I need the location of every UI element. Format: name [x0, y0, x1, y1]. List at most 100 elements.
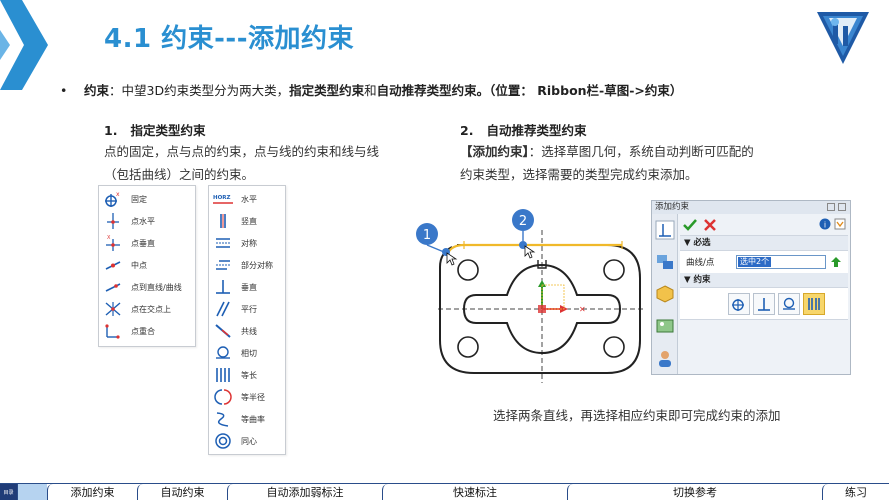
dialog-side-toolbar: [652, 214, 678, 374]
perpendicular-option-button[interactable]: [753, 292, 775, 315]
panel-item-partial-symmetric[interactable]: 部分对称: [209, 254, 285, 276]
tangent-option-button[interactable]: [778, 292, 800, 315]
cancel-icon[interactable]: [702, 217, 718, 233]
section2-desc: 【添加约束】：选择草图几何，系统自动判断可匹配的 约束类型，选择需要的类型完成约…: [460, 140, 754, 186]
nav-tab-quick-dimension[interactable]: 快速标注: [382, 484, 567, 500]
nav-tab-exercise[interactable]: 练习: [822, 484, 889, 500]
outer-profile: [439, 244, 641, 374]
bullet-dot: •: [60, 83, 68, 98]
view-icon[interactable]: [655, 316, 675, 336]
point-on-intersection-icon: [99, 299, 127, 319]
nav-home-button[interactable]: 目录: [0, 484, 17, 500]
panel-item-label: 竖直: [241, 216, 257, 226]
panel-item-point-on-curve[interactable]: 点到直线/曲线: [99, 276, 195, 298]
horizontal-tag: HORZ: [213, 195, 231, 201]
bullet-type1: 指定类型约束: [289, 83, 365, 98]
coincident-icon: [99, 321, 127, 341]
nav-tab-auto-constraint[interactable]: 自动约束: [137, 484, 227, 500]
bottom-navigation: 目录 添加约束 自动约束 自动添加弱标注 快速标注 切换参考 练习: [0, 483, 889, 500]
panel-item-coincident[interactable]: 点重合: [99, 320, 195, 342]
dialog-minimize-button[interactable]: [827, 203, 835, 211]
panel-item-vertical[interactable]: 竖直: [209, 210, 285, 232]
section1-desc: 点的固定，点与点的约束，点与线的约束和线与线 （包括曲线）之间的约束。: [104, 140, 379, 186]
panel-item-label: 点在交点上: [131, 304, 171, 314]
dialog-toolbar: i: [680, 214, 848, 236]
nav-tab-toggle-reference[interactable]: 切换参考: [567, 484, 822, 500]
equal-length-option-button[interactable]: [803, 292, 825, 315]
bullet-type2: 自动推荐类型约束: [376, 83, 477, 98]
panel-item-label: 部分对称: [241, 260, 273, 270]
company-logo: [817, 12, 869, 64]
parallel-icon: [209, 299, 237, 319]
panel-item-equal-radius[interactable]: 等半径: [209, 386, 285, 408]
sketch-canvas[interactable]: ✕ 1 2: [412, 205, 652, 390]
panel-item-tangent[interactable]: 相切: [209, 342, 285, 364]
dialog-titlebar: 添加约束: [652, 201, 850, 214]
midpoint-icon: [99, 255, 127, 275]
center-slot: [462, 263, 622, 355]
section-constraint-header[interactable]: ▼ 约束: [680, 273, 848, 288]
panel-item-fix[interactable]: x 固定: [99, 188, 195, 210]
curve-point-input[interactable]: 选中2个: [736, 255, 826, 269]
panel-item-point-on-intersection[interactable]: 点在交点上: [99, 298, 195, 320]
hole-circle: [457, 259, 479, 281]
confirm-icon[interactable]: [682, 217, 698, 233]
svg-text:X: X: [107, 235, 111, 241]
section1-num: 1.: [104, 123, 118, 138]
panel-item-label: 点重合: [131, 326, 155, 336]
figure-caption: 选择两条直线，再选择相应约束即可完成约束的添加: [493, 408, 781, 423]
page-title: 4.1 约束---添加约束: [104, 24, 354, 54]
panel-item-label: 对称: [241, 238, 257, 248]
panel-item-label: 水平: [241, 194, 257, 204]
dialog-title: 添加约束: [655, 202, 690, 212]
section2-line: 约束类型，选择需要的类型完成约束添加。: [460, 167, 698, 182]
panel-item-label: 点水平: [131, 216, 155, 226]
part-icon[interactable]: [655, 284, 675, 304]
section-required-header[interactable]: ▼ 必选: [680, 236, 848, 251]
section-required-label: 必选: [693, 238, 711, 248]
point-constraint-panel: x 固定 点水平 X 点垂直 中点 点到直线/曲线 点在交点上 点重合: [98, 185, 196, 347]
svg-text:✕: ✕: [579, 305, 586, 314]
nav-tab-auto-weak-dimension[interactable]: 自动添加弱标注: [227, 484, 382, 500]
nav-tab-add-constraint[interactable]: 添加约束: [47, 484, 137, 500]
selected-line: [447, 243, 622, 254]
panel-item-parallel[interactable]: 平行: [209, 298, 285, 320]
marker-2-label: 2: [519, 214, 527, 229]
panel-item-label: 等半径: [241, 392, 265, 402]
panel-item-label: 等长: [241, 370, 257, 380]
point-horizontal-icon: [99, 211, 127, 231]
hole-circle: [457, 336, 479, 358]
panel-item-point-horizontal[interactable]: 点水平: [99, 210, 195, 232]
sketch-constraint-icon[interactable]: [655, 220, 675, 240]
panel-item-point-vertical[interactable]: X 点垂直: [99, 232, 195, 254]
fix-option-button[interactable]: [728, 292, 750, 315]
section-constraint-label: 约束: [693, 275, 711, 285]
section1-line: 点的固定，点与点的约束，点与线的约束和线与线: [104, 144, 380, 159]
bullet-location: （位置： Ribbon栏-草图->约束）: [489, 83, 683, 98]
dialog-close-button[interactable]: [838, 203, 846, 211]
line-constraint-panel: HORZ 水平 竖直 对称 部分对称 垂直 平行 共线 相切 等长 等半径 等曲…: [208, 185, 286, 455]
panel-item-concentric[interactable]: 同心: [209, 430, 285, 452]
fix-icon: [732, 298, 744, 311]
panel-item-horizontal[interactable]: HORZ 水平: [209, 188, 285, 210]
marker-1: 1: [416, 223, 438, 245]
equal-curvature-icon: [209, 409, 237, 429]
hole-circle: [603, 336, 625, 358]
curve-point-value: 选中2个: [738, 257, 772, 267]
panel-item-midpoint[interactable]: 中点: [99, 254, 195, 276]
user-icon[interactable]: [655, 348, 675, 368]
cursor-icon: [524, 245, 536, 259]
info-icon[interactable]: i: [819, 218, 831, 230]
panel-item-collinear[interactable]: 共线: [209, 320, 285, 342]
section2-line1-rest: ：选择草图几何，系统自动判断可匹配的: [528, 144, 754, 159]
panel-item-symmetric[interactable]: 对称: [209, 232, 285, 254]
help-icon[interactable]: [834, 218, 846, 230]
partial-symmetric-icon: [209, 255, 237, 275]
panel-item-equal-length[interactable]: 等长: [209, 364, 285, 386]
history-icon[interactable]: [655, 252, 675, 272]
pick-filter-icon[interactable]: [830, 256, 842, 268]
panel-item-equal-curvature[interactable]: 等曲率: [209, 408, 285, 430]
panel-item-perpendicular[interactable]: 垂直: [209, 276, 285, 298]
constraint-option-row: [680, 288, 848, 320]
panel-item-label: 固定: [131, 194, 147, 204]
